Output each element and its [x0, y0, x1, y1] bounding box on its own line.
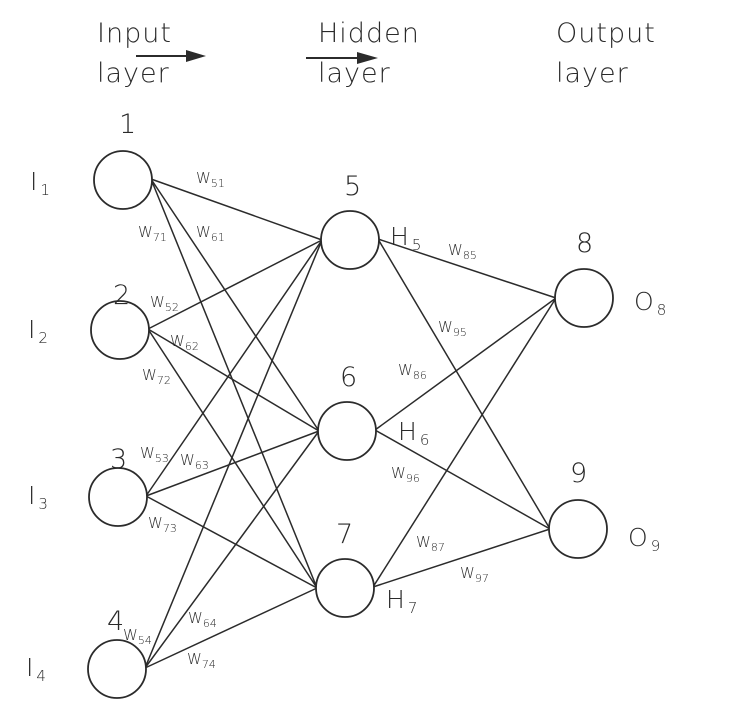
weight-label-w97: W97: [460, 564, 489, 585]
node-number-label: 4: [107, 606, 124, 637]
node-number-label: 7: [336, 519, 353, 550]
node-number-label: 9: [570, 458, 587, 489]
node-number-label: 3: [110, 444, 127, 475]
weight-label-w52: W52: [150, 293, 179, 314]
edge-6-to-9: [374, 429, 551, 530]
output-layer-title-line2: layer: [556, 58, 629, 89]
weight-label-w73: W73: [148, 514, 177, 535]
edge-7-to-9: [372, 528, 551, 588]
arrow-hidden-to-output: [306, 52, 378, 64]
edge-4-to-5: [144, 239, 323, 669]
node-circle: [87, 639, 147, 699]
input-layer-title-line1: Input: [97, 18, 172, 49]
edge-3-to-7: [145, 495, 318, 589]
node-number-label: 2: [113, 280, 130, 311]
node-number-label: 5: [344, 171, 361, 202]
weight-label-w53: W53: [140, 444, 169, 465]
input-layer-title-line2: layer: [97, 58, 170, 89]
weight-label-w64: W64: [188, 609, 217, 630]
edge-1-to-7: [150, 178, 318, 589]
node-circle: [320, 210, 380, 270]
node-number-label: 6: [340, 362, 357, 393]
node-number-label: 1: [119, 109, 136, 140]
edge-4-to-7: [144, 587, 318, 669]
edges: [144, 178, 557, 669]
weight-label-w96: W96: [391, 464, 420, 485]
node-circle: [554, 268, 614, 328]
weight-label-w87: W87: [416, 533, 445, 554]
weight-label-w95: W95: [438, 318, 467, 339]
edge-2-to-6: [147, 328, 320, 432]
edge-4-to-6: [144, 430, 320, 669]
hidden-layer-title-line2: layer: [318, 58, 391, 89]
weight-label-w61: W61: [196, 223, 225, 244]
arrow-head-icon: [186, 50, 206, 62]
edge-2-to-5: [147, 239, 323, 330]
arrow-head-icon: [357, 52, 378, 64]
node-circle: [90, 300, 150, 360]
weight-label-w63: W63: [180, 451, 209, 472]
hidden-layer-title-line1: Hidden: [318, 18, 420, 49]
edge-6-to-8: [374, 297, 557, 431]
edge-7-to-8: [372, 297, 557, 588]
weight-label-w86: W86: [398, 361, 427, 382]
node-circle: [548, 499, 608, 559]
weight-label-w72: W72: [142, 366, 171, 387]
node-circle: [317, 401, 377, 461]
node-circle: [315, 558, 375, 618]
weight-label-w51: W51: [196, 169, 225, 190]
weight-label-w85: W85: [448, 241, 477, 262]
edge-3-to-6: [145, 430, 320, 497]
edge-2-to-7: [147, 328, 318, 589]
edge-5-to-9: [377, 238, 551, 530]
edge-1-to-6: [150, 178, 320, 432]
weight-label-w74: W74: [187, 650, 216, 671]
node-circle: [93, 150, 153, 210]
output-layer-title-line1: Output: [556, 18, 656, 49]
weight-label-w62: W62: [170, 332, 199, 353]
arrow-input-to-hidden: [136, 50, 206, 62]
edge-3-to-5: [145, 239, 323, 497]
weight-label-w71: W71: [138, 223, 167, 244]
node-circle: [88, 467, 148, 527]
weight-label-w54: W54: [123, 626, 152, 647]
node-number-label: 8: [576, 228, 593, 259]
edge-5-to-8: [377, 238, 557, 299]
edge-1-to-5: [150, 178, 323, 241]
layer-headers: Input layer Hidden layer Output layer: [97, 18, 656, 89]
